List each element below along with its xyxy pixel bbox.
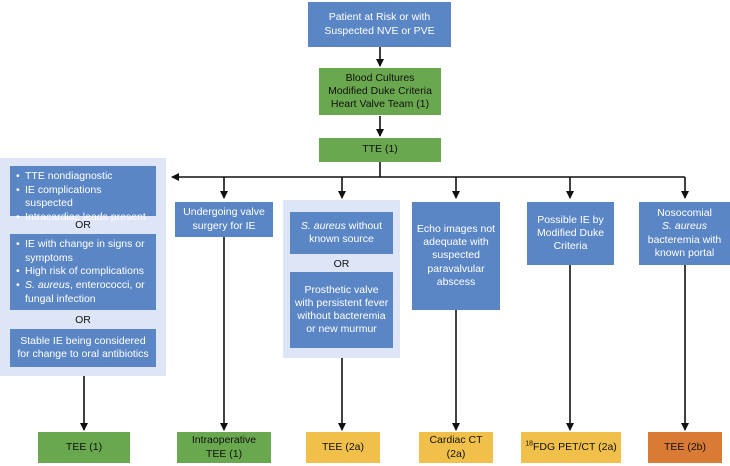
col3-or: OR (333, 258, 350, 270)
outcome-tee-2a: TEE (2a) (306, 432, 380, 463)
left-box-1-item: TTE nondiagnostic (16, 170, 150, 184)
left-box-1: TTE nondiagnostic IE complications suspe… (10, 166, 156, 224)
outcome-tee-2b: TEE (2b) (648, 432, 722, 463)
left-box-3-label: Stable IE being considered for change to… (17, 334, 149, 360)
outcome-left-tee-label: TEE (1) (65, 440, 103, 453)
col2-condition-box: Undergoing valve surgery for IE (175, 202, 273, 237)
outcome-left-tee: TEE (1) (38, 432, 130, 463)
tte-box: TTE (1) (319, 138, 441, 162)
s-aureus-text: S. aureus (25, 278, 70, 291)
blood-cultures-line1: Blood Cultures (345, 71, 415, 84)
outcome-intraoperative-tee: Intraoperative TEE (1) (177, 432, 271, 463)
col5-condition-box: Possible IE by Modified Duke Criteria (527, 202, 614, 265)
outcome-intraoperative-line2: TEE (1) (205, 447, 243, 460)
col3-condition-1-rest: without known source (309, 219, 383, 245)
col3-condition-1-label: S. aureus without known source (294, 220, 389, 246)
outcome-cardiac-ct-line2: (2a) (446, 447, 466, 460)
left-box-3: Stable IE being considered for change to… (10, 329, 156, 367)
blood-cultures-line3: Heart Valve Team (1) (330, 98, 430, 111)
tte-label: TTE (1) (362, 143, 398, 156)
col2-condition-label: Undergoing valve surgery for IE (183, 206, 265, 232)
patient-label: Patient at Risk or with Suspected NVE or… (324, 11, 435, 37)
outcome-fdg-pet-ct-label: 18FDG PET/CT (2a) (525, 440, 617, 454)
outcome-fdg-pet-ct: 18FDG PET/CT (2a) (521, 432, 621, 463)
blood-cultures-box: Blood Cultures Modified Duke Criteria He… (319, 68, 441, 115)
outcome-intraoperative-line1: Intraoperative (191, 434, 257, 447)
col4-condition-box: Echo images not adequate with suspected … (412, 202, 500, 310)
col4-condition-label: Echo images not adequate with suspected … (416, 223, 496, 288)
left-or-2: OR (75, 314, 91, 326)
outcome-tee-2a-label: TEE (2a) (321, 440, 364, 453)
outcome-fdg-rest: FDG PET/CT (2a) (532, 440, 617, 453)
col6-condition-box: Nosocomial S. aureus bacteremia with kno… (639, 202, 730, 265)
col6-condition-line2: S. aureus (662, 220, 707, 233)
left-box-2: IE with change in signs or symptoms High… (10, 234, 156, 310)
outcome-cardiac-ct-line1: Cardiac CT (429, 434, 483, 447)
left-box-2-item-3: S. aureus, enterococci, or fungal infect… (16, 279, 150, 306)
col6-condition-line1: Nosocomial (657, 207, 712, 220)
patient-box: Patient at Risk or with Suspected NVE or… (308, 2, 451, 47)
left-box-2-item: IE with change in signs or symptoms (16, 238, 150, 265)
col6-condition-line3: bacteremia with known portal (647, 233, 722, 259)
col3-condition-2-box: Prosthetic valve with persistent fever w… (290, 272, 393, 348)
outcome-fdg-superscript: 18 (525, 440, 533, 448)
left-box-1-item: Intracardiac leads present (16, 211, 150, 225)
left-box-2-item: High risk of complications (16, 265, 150, 279)
outcome-cardiac-ct: Cardiac CT (2a) (419, 432, 493, 463)
left-box-1-item: IE complications suspected (16, 184, 150, 211)
s-aureus-text: S. aureus (300, 219, 346, 232)
blood-cultures-line2: Modified Duke Criteria (328, 84, 432, 97)
col3-condition-1-box: S. aureus without known source (290, 212, 393, 254)
col3-condition-2-label: Prosthetic valve with persistent fever w… (294, 283, 389, 336)
outcome-tee-2b-label: TEE (2b) (663, 440, 706, 453)
col5-condition-label: Possible IE by Modified Duke Criteria (536, 213, 605, 253)
left-or-1: OR (75, 219, 91, 231)
left-box-2-item-3-rest: , enterococci, or fungal infection (25, 278, 145, 305)
s-aureus-text: S. aureus (662, 220, 707, 233)
